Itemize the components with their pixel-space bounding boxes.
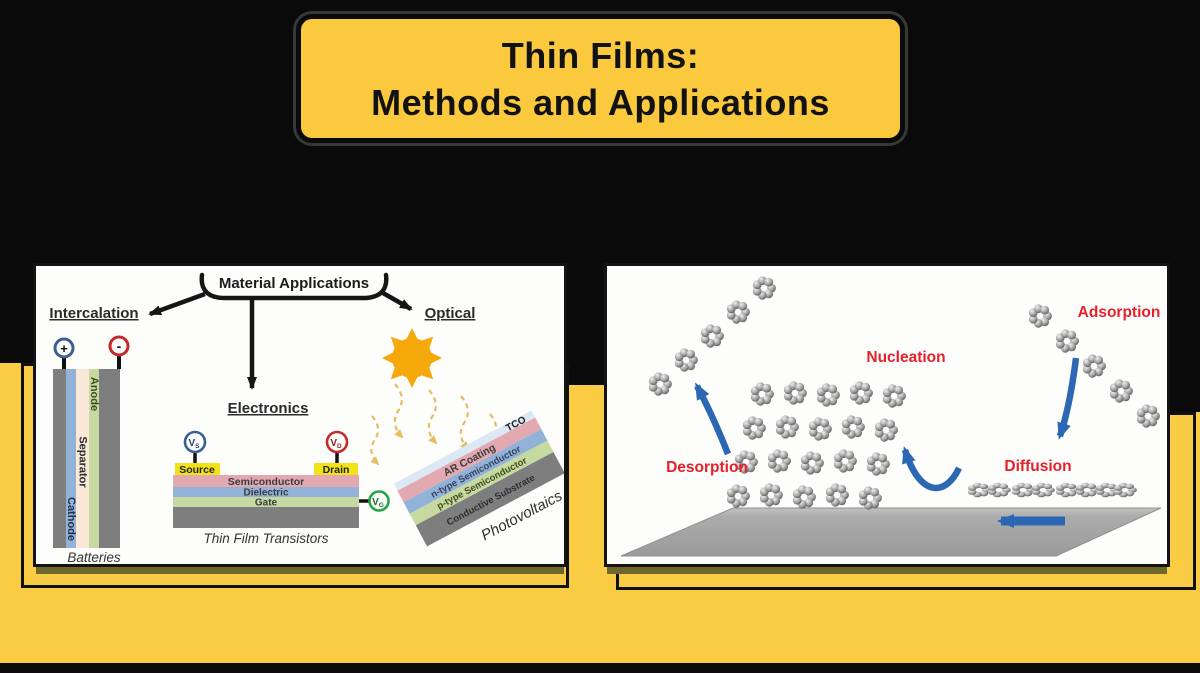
battery-cathode-layer: [66, 369, 76, 548]
applications-panel-shadow: [36, 567, 564, 574]
tft-semiconductor-layer: [173, 475, 359, 487]
tft-gate-layer: [173, 497, 359, 507]
tft-source-contact: [175, 463, 220, 475]
branch-electronics-label: Electronics: [228, 400, 309, 417]
vg-label: VG: [372, 497, 384, 509]
batteries-caption: Batteries: [67, 550, 121, 564]
growth-diagram: Adsorption Nucleation Desorption Diffusi…: [620, 276, 1162, 557]
battery-plus-sign: +: [60, 341, 68, 356]
battery-minus-terminal-icon: [108, 335, 130, 357]
diffusion-label: Diffusion: [1004, 458, 1071, 475]
material-applications-bracket: [199, 272, 389, 301]
adsorption-arrow: [1056, 357, 1080, 440]
tft-dielectric-layer: [173, 487, 359, 497]
substrate-surface: [620, 507, 1162, 557]
vd-terminal-icon: [325, 430, 349, 454]
vd-label: VD: [330, 438, 342, 450]
sunlight-ray-arrows: [370, 383, 498, 466]
nucleation-label: Nucleation: [866, 349, 945, 366]
desorption-arrow: [694, 382, 732, 456]
desorption-label: Desorption: [666, 459, 748, 476]
branch-intercalation-label: Intercalation: [49, 305, 138, 322]
battery-diagram: + - Anode Separator Cathode Batteries: [53, 335, 130, 564]
vs-terminal-icon: [183, 430, 207, 454]
diffusing-molecules: [967, 482, 1137, 498]
pv-ar-coating-layer: [397, 417, 542, 503]
battery-right-electrode-layer: [99, 369, 120, 548]
bottom-black-strip: [0, 663, 1200, 673]
pv-diagram: TCO AR Coating n-type Semiconductor p-ty…: [393, 410, 564, 547]
vs-label: VS: [188, 438, 200, 450]
tft-substrate-layer: [173, 507, 359, 528]
pv-p-type-layer: [409, 440, 554, 526]
pv-tco-layer: [393, 410, 536, 491]
nucleation-cluster: [727, 381, 906, 509]
adsorption-label: Adsorption: [1078, 304, 1161, 321]
tft-caption: Thin Film Transistors: [203, 531, 328, 546]
growth-panel: Adsorption Nucleation Desorption Diffusi…: [604, 263, 1170, 567]
arrow-to-intercalation: [148, 291, 206, 317]
battery-minus-sign: -: [117, 338, 122, 354]
tft-drain-contact: [314, 463, 358, 475]
battery-separator-layer: [76, 369, 89, 548]
growth-panel-shadow: [607, 567, 1167, 574]
title-box: Thin Films: Methods and Applications: [296, 14, 905, 143]
tft-semiconductor-label: Semiconductor: [228, 476, 304, 488]
tft-gate-label: Gate: [255, 498, 278, 509]
sun-icon: [382, 328, 442, 388]
tft-diagram: VS VD VG Source Drain Semiconductor Diel…: [173, 430, 390, 546]
applications-panel: Material Applications Intercalation Elec…: [33, 263, 567, 567]
pv-n-type-layer: [403, 429, 548, 514]
battery-left-electrode-layer: [53, 369, 66, 548]
arrow-to-optical: [381, 291, 413, 311]
tft-dielectric-label: Dielectric: [243, 488, 288, 499]
title-line-2: Methods and Applications: [371, 81, 830, 123]
tft-drain-label: Drain: [323, 464, 350, 476]
applications-diagram: Material Applications Intercalation Elec…: [49, 272, 564, 564]
vg-terminal-icon: [368, 490, 390, 512]
pv-substrate-layer: [415, 451, 564, 547]
desorbing-molecule-chain: [648, 276, 776, 396]
adsorbing-molecule-chain: [1028, 304, 1160, 428]
tft-source-label: Source: [179, 464, 215, 476]
battery-cathode-label: Cathode: [65, 497, 77, 541]
title-line-1: Thin Films:: [501, 34, 700, 76]
branch-optical-label: Optical: [425, 305, 476, 322]
battery-separator-label: Separator: [77, 436, 89, 488]
battery-anode-label: Anode: [88, 377, 100, 411]
battery-plus-terminal-icon: [53, 337, 75, 359]
battery-anode-layer: [89, 369, 99, 548]
material-applications-label: Material Applications: [219, 275, 369, 292]
attachment-curved-arrow: [901, 446, 962, 492]
